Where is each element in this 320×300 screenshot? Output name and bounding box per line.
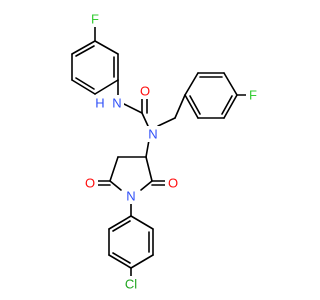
oxygen-atom-label: O — [140, 84, 150, 99]
nitrogen-atom-label: N — [148, 127, 157, 142]
oxygen-atom-label: O — [85, 176, 95, 191]
hydrogen-atom-label: H — [95, 96, 104, 111]
oxygen-atom-label: O — [168, 176, 178, 191]
nitrogen-atom-label: N — [126, 189, 135, 204]
atom-labels: F F N H N O N O O Cl — [82, 11, 260, 292]
bonds — [71, 21, 253, 277]
molecule-structure: F F N H N O N O O Cl — [71, 11, 260, 292]
nitrogen-atom-label: N — [112, 96, 121, 111]
fluorine-atom-label: F — [91, 12, 99, 27]
fluorine-atom-label: F — [249, 88, 257, 103]
chlorine-atom-label: Cl — [125, 277, 137, 292]
